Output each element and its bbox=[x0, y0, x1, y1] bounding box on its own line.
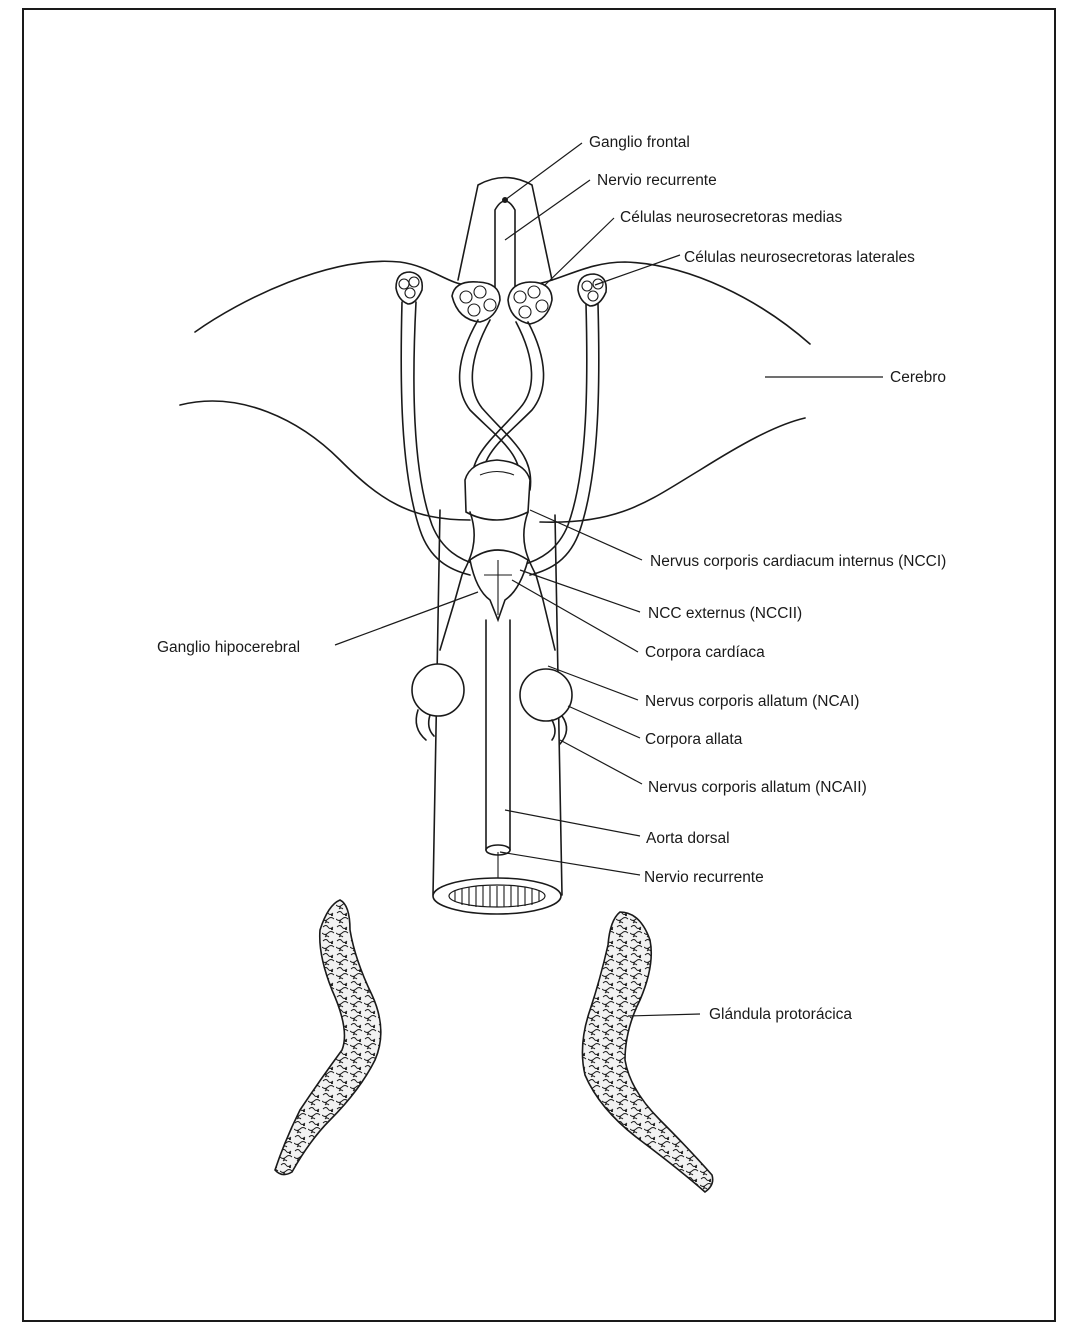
label-ncaii: Nervus corporis allatum (NCAII) bbox=[648, 779, 867, 796]
label-corpora-cardiaca: Corpora cardíaca bbox=[645, 644, 765, 661]
prothoracic-gland-left bbox=[275, 900, 381, 1175]
label-ganglio-frontal: Ganglio frontal bbox=[589, 134, 690, 151]
lateral-neurosecretory-cells bbox=[396, 272, 606, 306]
label-nervio-recurrente-bottom: Nervio recurrente bbox=[644, 869, 764, 886]
label-celulas-laterales: Células neurosecretoras laterales bbox=[684, 249, 915, 266]
label-corpora-allata: Corpora allata bbox=[645, 731, 743, 748]
prothoracic-gland-right bbox=[582, 912, 712, 1192]
label-aorta-dorsal: Aorta dorsal bbox=[646, 830, 730, 847]
label-glandula-protoracica: Glándula protorácica bbox=[709, 1006, 852, 1023]
label-cerebro: Cerebro bbox=[890, 369, 946, 386]
label-ncci: Nervus corporis cardiacum internus (NCCI… bbox=[650, 553, 946, 570]
label-ncai: Nervus corporis allatum (NCAI) bbox=[645, 693, 859, 710]
corpora-cardiaca bbox=[440, 460, 555, 650]
label-celulas-medias: Células neurosecretoras medias bbox=[620, 209, 843, 226]
label-nccii: NCC externus (NCCII) bbox=[648, 605, 802, 622]
median-neurosecretory-cells bbox=[452, 282, 552, 324]
label-nervio-recurrente-top: Nervio recurrente bbox=[597, 172, 717, 189]
label-ganglio-hipocerebral: Ganglio hipocerebral bbox=[157, 639, 300, 656]
